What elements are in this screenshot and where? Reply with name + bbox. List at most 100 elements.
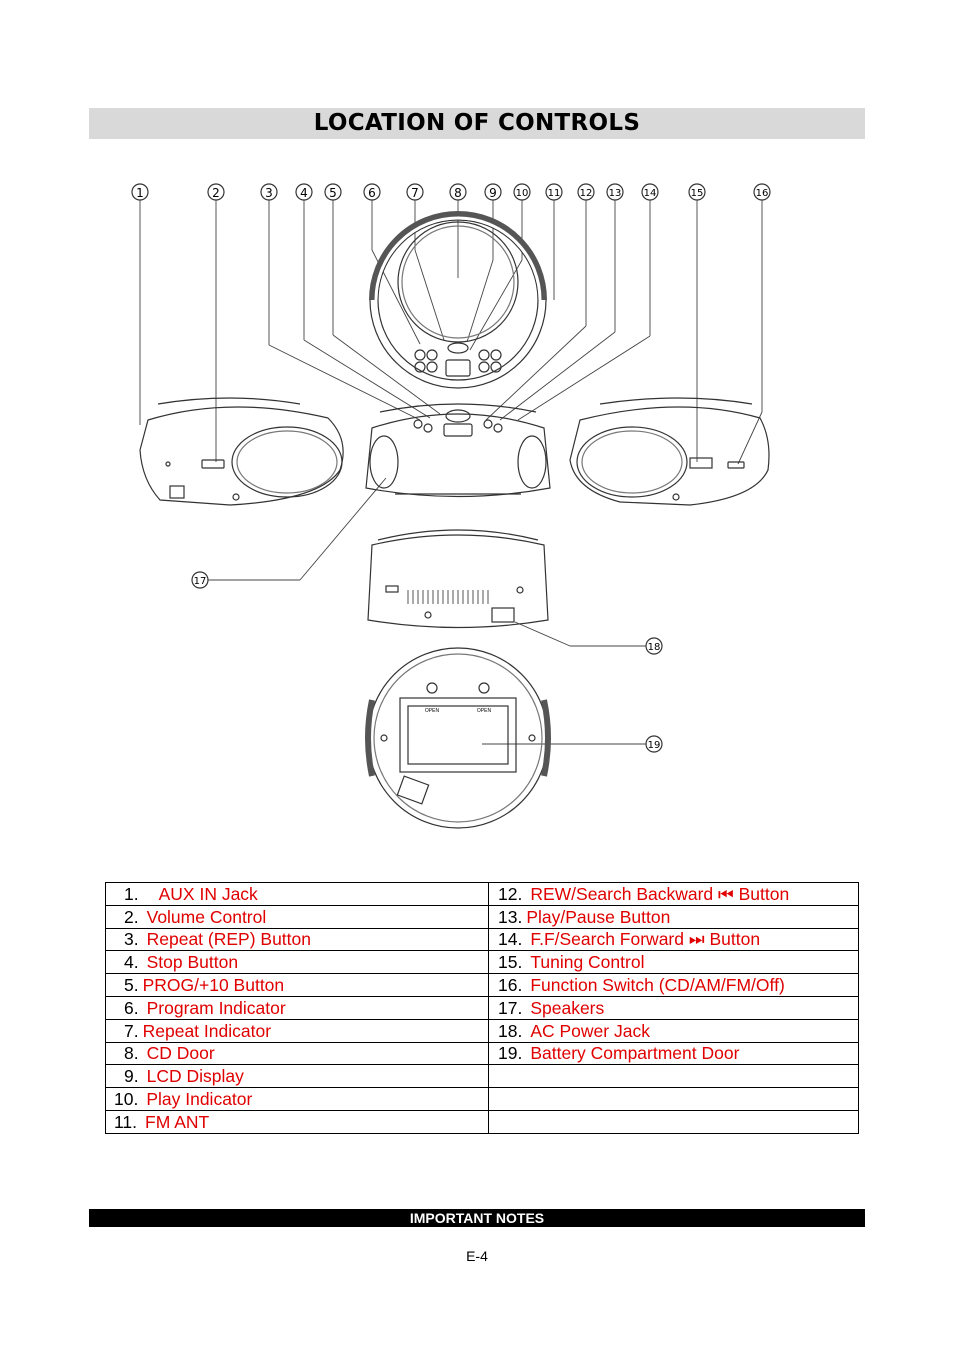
control-label: Battery Compartment Door	[530, 1043, 740, 1064]
control-label: Speakers	[530, 997, 605, 1018]
page-number: E-4	[466, 1248, 488, 1264]
table-cell-right: 19. Battery Compartment Door	[488, 1041, 859, 1066]
table-cell-left: 8. CD Door	[105, 1041, 489, 1066]
control-number: 10.	[114, 1089, 139, 1110]
control-label: PROG/+10 Button	[142, 975, 285, 996]
important-notes-heading: IMPORTANT NOTES	[409, 1210, 545, 1226]
svg-text:1: 1	[136, 186, 144, 200]
table-cell-right: 13.Play/Pause Button	[488, 904, 859, 929]
table-cell-left: 2.Volume Control	[105, 904, 489, 929]
table-cell-right: 16.Function Switch (CD/AM/FM/Off)	[488, 973, 859, 997]
important-notes-bar: IMPORTANT NOTES	[89, 1209, 865, 1227]
table-cell-left: 10. Play Indicator	[105, 1087, 489, 1111]
callout-4: 4	[295, 183, 313, 201]
callout-12: 12	[577, 183, 595, 201]
control-label: FM ANT	[145, 1111, 210, 1132]
right-side-unit	[569, 397, 770, 506]
table-cell-left: 11. FM ANT	[105, 1109, 489, 1134]
callout-8: 8	[449, 183, 467, 201]
control-number: 16.	[498, 975, 523, 996]
table-cell-right: 12. REW/Search Backward ⏮ Button	[488, 882, 859, 906]
control-number: 17.	[498, 997, 523, 1018]
table-cell-left: 4. Stop Button	[105, 950, 489, 975]
table-row: 10. Play Indicator	[105, 1087, 859, 1111]
table-cell-left: 9. LCD Display	[105, 1064, 489, 1089]
svg-text:8: 8	[454, 186, 462, 200]
table-row: 6. Program Indicator 17. Speakers	[105, 995, 859, 1020]
control-number: 15.	[498, 952, 523, 973]
callout-18: 18	[645, 637, 663, 655]
control-number: 9.	[124, 1066, 139, 1087]
control-label: F.F/Search Forward ⏭ Button	[530, 929, 761, 950]
table-row: 7.Repeat Indicator 18. AC Power Jack	[105, 1018, 859, 1043]
control-label: Stop Button	[146, 952, 239, 973]
control-number: 7.	[124, 1020, 139, 1041]
table-row: 4. Stop Button 15.Tuning Control	[105, 950, 859, 975]
control-label: LCD Display	[146, 1066, 244, 1087]
callout-6: 6	[363, 183, 381, 201]
callout-17: 17	[191, 571, 209, 589]
controls-table: 1.AUX IN Jack 12. REW/Search Backward ⏮ Bu…	[105, 882, 859, 1134]
callout-15: 15	[688, 183, 706, 201]
latch-label-left: OPEN	[425, 708, 440, 714]
table-cell-right: 14. F.F/Search Forward ⏭ Button	[488, 927, 859, 952]
control-number: 18.	[498, 1020, 523, 1041]
table-cell-right: 18. AC Power Jack	[488, 1018, 859, 1043]
svg-text:14: 14	[644, 188, 657, 199]
section-title-bar: LOCATION OF CONTROLS	[89, 108, 865, 139]
callout-10: 10	[513, 183, 531, 201]
control-label: CD Door	[146, 1043, 215, 1064]
svg-text:3: 3	[265, 186, 273, 200]
svg-text:9: 9	[489, 186, 497, 200]
left-side-unit	[139, 397, 344, 506]
control-number: 6.	[124, 997, 139, 1018]
control-number: 8.	[124, 1043, 139, 1064]
control-number: 13.	[498, 906, 523, 927]
back-view-unit	[367, 529, 549, 629]
table-cell-left: 6. Program Indicator	[105, 995, 489, 1020]
svg-text:10: 10	[516, 188, 529, 199]
svg-text:16: 16	[756, 188, 769, 199]
front-view-unit	[365, 403, 551, 498]
control-label: AC Power Jack	[530, 1020, 650, 1041]
control-label: Play Indicator	[146, 1089, 253, 1110]
table-cell-right: 17. Speakers	[488, 995, 859, 1020]
control-number: 19.	[498, 1043, 523, 1064]
latch-label-right: OPEN	[477, 708, 492, 714]
svg-text:17: 17	[194, 576, 207, 587]
table-cell-right	[488, 1064, 859, 1089]
callout-9: 9	[484, 183, 502, 201]
table-cell-left: 1.AUX IN Jack	[105, 882, 489, 906]
svg-text:6: 6	[368, 186, 376, 200]
callout-14: 14	[641, 183, 659, 201]
control-number: 2.	[124, 906, 139, 927]
control-label: AUX IN Jack	[158, 883, 258, 904]
top-view-unit	[369, 211, 547, 389]
table-row: 8. CD Door 19. Battery Compartment Door	[105, 1041, 859, 1066]
control-label: Program Indicator	[146, 997, 286, 1018]
callout-13: 13	[606, 183, 624, 201]
callout-1: 1	[131, 183, 149, 201]
svg-text:12: 12	[580, 188, 593, 199]
table-row: 9. LCD Display	[105, 1064, 859, 1089]
control-number: 4.	[124, 952, 139, 973]
table-cell-right: 15.Tuning Control	[488, 950, 859, 975]
callout-2: 2	[207, 183, 225, 201]
control-number: 12.	[498, 883, 523, 904]
table-cell-right	[488, 1109, 859, 1134]
table-cell-right	[488, 1087, 859, 1111]
control-label: REW/Search Backward ⏮ Button	[530, 883, 790, 904]
callout-3: 3	[260, 183, 278, 201]
control-label: Play/Pause Button	[526, 906, 671, 927]
callout-5: 5	[324, 183, 342, 201]
page-title: LOCATION OF CONTROLS	[313, 110, 641, 136]
leader-lines	[139, 200, 763, 745]
control-number: 14.	[498, 929, 523, 950]
callout-7: 7	[406, 183, 424, 201]
control-number: 11.	[114, 1111, 138, 1132]
svg-text:11: 11	[548, 188, 561, 199]
table-cell-left: 7.Repeat Indicator	[105, 1018, 489, 1043]
